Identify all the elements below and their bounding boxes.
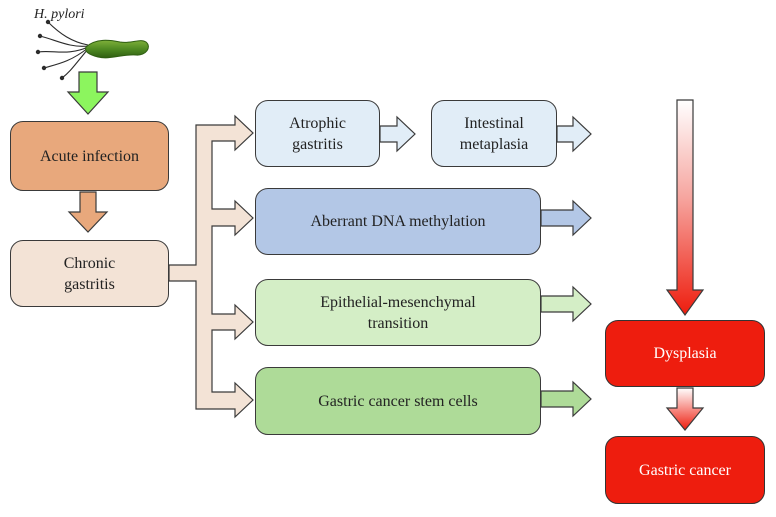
arrow-to-dysplasia: [665, 99, 705, 317]
intestinal-metaplasia-line1: Intestinal: [464, 114, 524, 132]
arrow-acute-to-chronic: [67, 191, 109, 233]
emt-box: Epithelial-mesenchymal transition: [255, 279, 541, 346]
branch-connector: [168, 114, 254, 419]
gastric-cancer-stem-cells-label: Gastric cancer stem cells: [318, 392, 478, 410]
arrow-gcsc-out: [540, 380, 592, 418]
arrow-dysplasia-to-cancer: [665, 387, 705, 431]
arrow-intestinal-out: [556, 115, 592, 153]
gastric-cancer-label: Gastric cancer: [639, 461, 731, 479]
h-pylori-bacterium-icon: [35, 19, 149, 81]
emt-line1: Epithelial-mesenchymal: [320, 293, 476, 311]
arrow-atrophic-to-intestinal: [379, 115, 416, 153]
acute-infection-box: Acute infection: [10, 121, 169, 191]
emt-line2: transition: [367, 314, 429, 332]
dysplasia-label: Dysplasia: [653, 345, 717, 362]
acute-infection-label: Acute infection: [39, 147, 140, 165]
chronic-gastritis-line1: Chronic: [63, 254, 116, 272]
atrophic-gastritis-line2: gastritis: [292, 135, 343, 153]
intestinal-metaplasia-box: Intestinal metaplasia: [431, 100, 557, 167]
arrow-emt-out: [540, 285, 592, 323]
h-pylori-label: H. pylori: [34, 7, 85, 22]
atrophic-gastritis-line1: Atrophic: [289, 114, 346, 132]
gastric-cancer-box: Gastric cancer: [605, 436, 765, 504]
arrow-hpylori-to-acute: [66, 71, 110, 115]
gastric-cancer-stem-cells-box: Gastric cancer stem cells: [255, 367, 541, 435]
atrophic-gastritis-box: Atrophic gastritis: [255, 100, 380, 167]
dysplasia-box: Dysplasia: [605, 320, 765, 387]
aberrant-dna-methylation-box: Aberrant DNA methylation: [255, 188, 541, 255]
arrow-dna-out: [540, 199, 592, 237]
chronic-gastritis-line2: gastritis: [64, 275, 115, 293]
chronic-gastritis-box: Chronic gastritis: [10, 240, 169, 307]
intestinal-metaplasia-line2: metaplasia: [459, 135, 529, 153]
aberrant-dna-methylation-label: Aberrant DNA methylation: [310, 213, 486, 230]
